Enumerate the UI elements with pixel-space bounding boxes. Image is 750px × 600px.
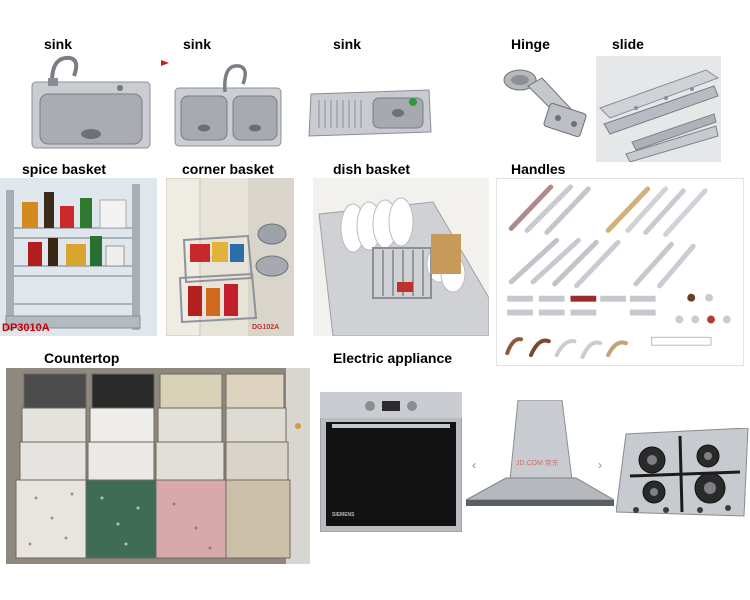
label-electric-appliance: Electric appliance	[333, 350, 453, 366]
countertop-samples-image	[6, 368, 310, 564]
label-sink-1: sink	[44, 36, 73, 52]
label-hinge: Hinge	[511, 36, 550, 52]
range-hood-image: JD.COM 京东 ‹ ›	[466, 400, 614, 518]
label-countertop: Countertop	[44, 350, 120, 366]
drainboard-sink-image	[307, 88, 433, 138]
gas-hob-image	[616, 428, 750, 518]
single-bowl-sink-image	[22, 52, 157, 152]
dish-basket-image	[313, 178, 489, 336]
handles-catalog-image	[496, 178, 744, 366]
spice-basket-code: DP3010A	[2, 322, 50, 334]
label-handles: Handles	[511, 161, 566, 177]
label-corner-basket: corner basket	[182, 161, 274, 177]
drawer-slide-image	[596, 56, 721, 162]
corner-basket-image: DG102A	[166, 178, 294, 336]
cabinet-hinge-image	[492, 58, 588, 142]
hood-watermark-text: JD.COM 京东	[516, 460, 559, 467]
red-marker-icon	[160, 58, 170, 68]
label-sink-2: sink	[183, 36, 212, 52]
carousel-next-icon[interactable]: ›	[598, 458, 602, 472]
built-in-oven-image: SIEMENS	[320, 392, 462, 532]
label-dish-basket: dish basket	[333, 161, 411, 177]
carousel-prev-icon[interactable]: ‹	[472, 458, 476, 472]
label-slide: slide	[612, 36, 644, 52]
label-sink-3: sink	[333, 36, 362, 52]
corner-basket-code: DG102A	[252, 324, 280, 331]
label-spice-basket: spice basket	[22, 161, 107, 177]
oven-brand-text: SIEMENS	[332, 512, 355, 518]
double-bowl-sink-image	[173, 62, 283, 150]
spice-basket-image: DP3010A	[0, 178, 157, 336]
